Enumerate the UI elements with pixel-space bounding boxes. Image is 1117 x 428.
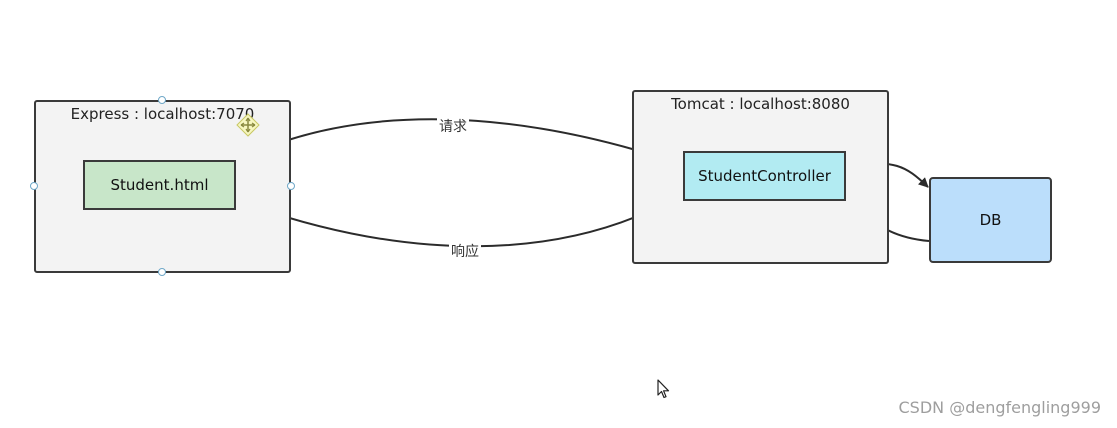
csdn-watermark: CSDN @dengfengling999 [898,398,1102,417]
mouse-cursor-icon [657,379,670,399]
student-html-node[interactable]: Student.html [83,160,236,210]
resize-handle-right[interactable] [287,182,295,190]
response-edge-label: 响应 [449,241,481,261]
resize-handle-top[interactable] [158,96,166,104]
request-edge-label: 请求 [437,116,469,136]
resize-handle-bottom[interactable] [158,268,166,276]
response-edge[interactable] [237,193,684,248]
student-controller-node[interactable]: StudentController [683,151,846,201]
move-icon[interactable] [236,113,260,137]
db-node[interactable]: DB [929,177,1052,263]
express-group-title: Express : localhost:7070 [70,105,255,123]
tomcat-group-title: Tomcat : localhost:8080 [671,95,850,113]
resize-handle-left[interactable] [30,182,38,190]
